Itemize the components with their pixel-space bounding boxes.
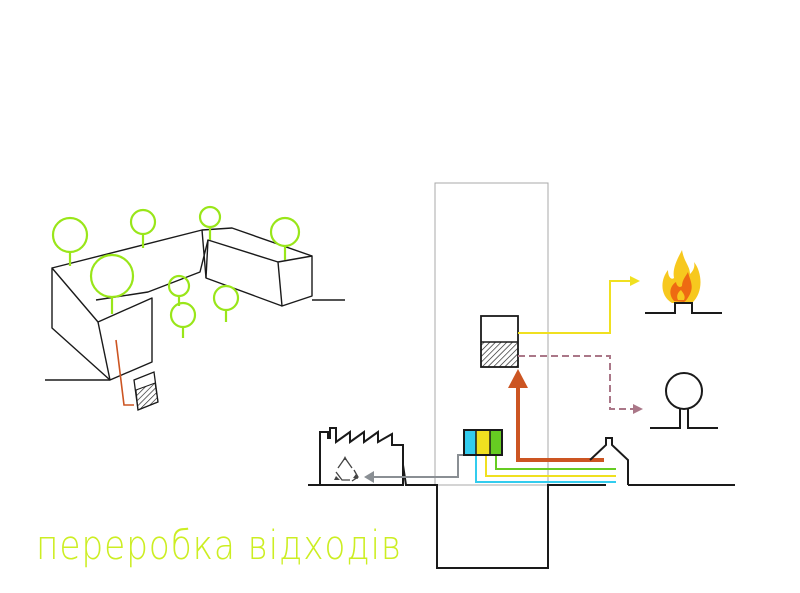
tree-icon bbox=[269, 216, 301, 260]
tree-icon bbox=[212, 284, 240, 322]
tree-icon bbox=[51, 216, 89, 266]
tree-group bbox=[51, 205, 301, 338]
factory-icon bbox=[319, 427, 404, 485]
tree-icon bbox=[129, 208, 157, 248]
tree-icon bbox=[169, 301, 197, 338]
recycle-icon bbox=[334, 456, 359, 482]
sorting-bin-icon bbox=[463, 429, 503, 456]
recycling-pipe bbox=[372, 454, 466, 478]
waste-chute-line bbox=[115, 339, 134, 406]
processing-tank bbox=[480, 315, 519, 368]
house-pipes bbox=[475, 455, 616, 483]
organic-waste-arrow-head bbox=[508, 369, 528, 388]
flame-icon bbox=[662, 250, 701, 303]
gas-pipe bbox=[518, 355, 634, 410]
ground-line bbox=[308, 464, 606, 569]
building-complex bbox=[45, 227, 345, 381]
collection-bin bbox=[133, 371, 159, 411]
recycling-arrow-head bbox=[364, 471, 374, 483]
organic-waste-pipe bbox=[516, 388, 604, 462]
energy-pipe bbox=[518, 280, 630, 334]
gas-arrow-head bbox=[633, 404, 643, 414]
tree-icon bbox=[198, 205, 222, 240]
burner-base bbox=[645, 302, 722, 314]
energy-arrow-head bbox=[630, 276, 640, 286]
gas-tank-icon bbox=[650, 372, 718, 429]
diagram-caption: переробка відходів bbox=[36, 523, 402, 569]
house-icon bbox=[589, 437, 629, 485]
tree-icon bbox=[89, 253, 135, 314]
